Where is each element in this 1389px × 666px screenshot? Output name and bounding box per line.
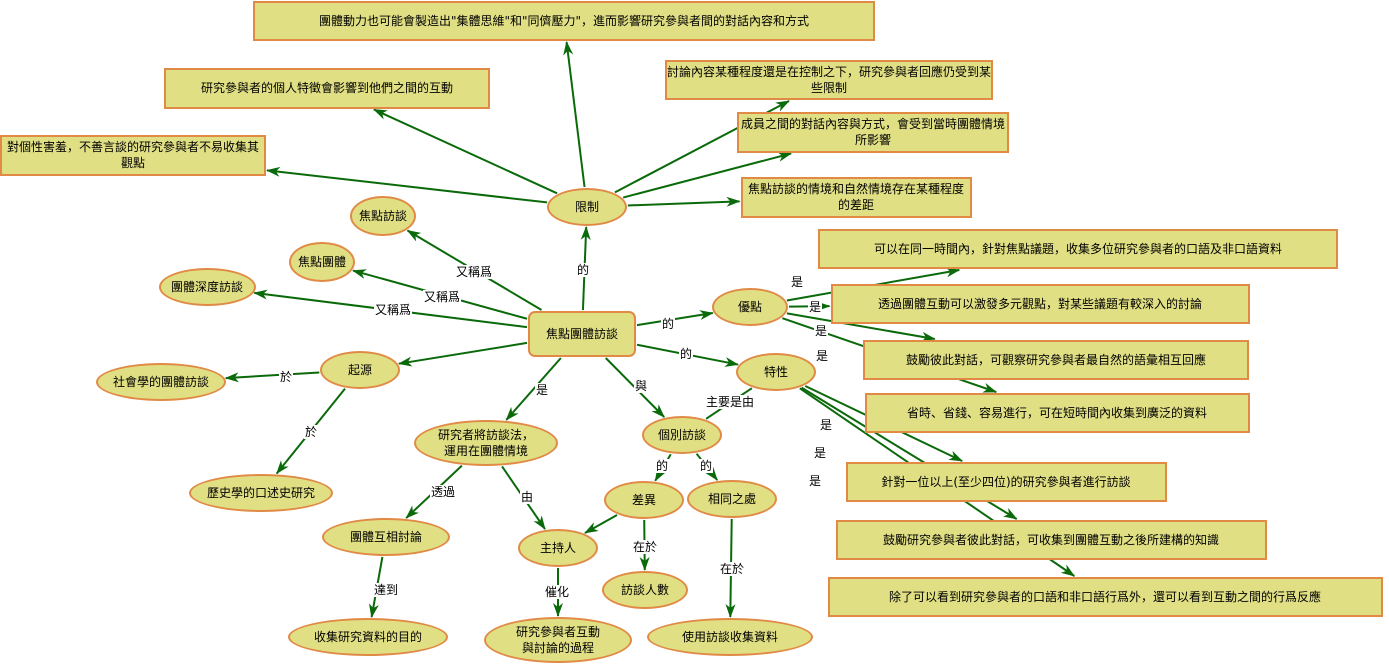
edge-label: 達到 (372, 583, 400, 597)
edge-label: 是 (818, 418, 834, 432)
concept-node-m1[interactable]: 可以在同一時間內，針對焦點議題，收集多位研究參與者的口語及非口語資料 (818, 229, 1338, 269)
concept-node-alias1[interactable]: 焦點訪談 (350, 196, 416, 236)
edge-diff-moderator (584, 514, 618, 534)
edge-limit-lim2 (266, 166, 548, 204)
edge-label: 在於 (718, 562, 746, 576)
edge-center-apply (505, 357, 562, 421)
concept-node-limit[interactable]: 限制 (547, 188, 627, 226)
edge-label: 透過 (429, 485, 457, 499)
concept-node-sociology[interactable]: 社會學的團體訪談 (96, 363, 226, 401)
concept-node-center[interactable]: 焦點團體訪談 (528, 311, 636, 357)
edge-label: 的 (654, 459, 670, 473)
edge-label: 的 (698, 459, 714, 473)
edge-center-origin (397, 341, 528, 367)
edge-label: 是 (814, 349, 830, 363)
concept-node-m2[interactable]: 透過團體互動可以激發多元觀點，對某些議題有較深入的討論 (830, 284, 1250, 324)
concept-node-diff[interactable]: 差異 (604, 481, 684, 519)
concept-node-m3[interactable]: 鼓勵彼此對話，可觀察研究參與者最自然的語彙相互回應 (863, 340, 1249, 380)
edge-label: 於 (303, 425, 319, 439)
edge-label: 由 (519, 490, 535, 504)
edge-label: 的 (660, 317, 676, 331)
edge-label: 於 (278, 370, 294, 384)
concept-node-same[interactable]: 相同之處 (687, 480, 777, 518)
edge-label: 是 (789, 275, 805, 289)
concept-node-f2[interactable]: 鼓勵研究參與者彼此對話，可收集到團體互動之後所建構的知識 (835, 520, 1267, 560)
edge-label: 的 (575, 263, 591, 277)
edge-merit-m3 (786, 312, 936, 342)
concept-node-lim2[interactable]: 對個性害羞，不善言談的研究參與者不易收集其觀點 (0, 134, 266, 176)
edge-label: 是 (813, 324, 829, 338)
concept-node-origin[interactable]: 起源 (320, 351, 400, 389)
concept-node-top[interactable]: 團體動力也可能會製造出"集體思維"和"同儕壓力"，進而影響研究參與者間的對話內容… (253, 1, 875, 41)
concept-node-alias2[interactable]: 焦點團體 (289, 242, 355, 282)
concept-node-purpose[interactable]: 收集研究資料的目的 (288, 618, 448, 656)
concept-node-feature[interactable]: 特性 (736, 353, 816, 391)
edge-label: 的 (678, 347, 694, 361)
concept-node-apply[interactable]: 研究者將訪談法， 運用在團體情境 (414, 420, 558, 466)
concept-node-lim4[interactable]: 成員之間的對話內容與方式，會受到當時團體情境所影響 (737, 111, 1009, 153)
edge-label: 是 (534, 383, 550, 397)
edge-label: 在於 (631, 540, 659, 554)
concept-node-discuss[interactable]: 團體互相討論 (322, 518, 450, 556)
concept-node-individual[interactable]: 個別訪談 (642, 416, 722, 454)
edge-limit-top (563, 41, 586, 188)
edge-label: 又稱爲 (454, 265, 494, 279)
concept-node-lim5[interactable]: 焦點訪談的情境和自然情境存在某種程度的差距 (740, 176, 972, 218)
edge-label: 與 (633, 379, 649, 393)
edge-label: 催化 (543, 585, 571, 599)
concept-node-process[interactable]: 研究參與者互動 與討論的過程 (484, 617, 632, 663)
concept-node-history[interactable]: 歷史學的口述史研究 (189, 474, 333, 512)
edge-limit-lim5 (627, 196, 741, 207)
edge-label: 又稱爲 (422, 290, 462, 304)
concept-node-usage[interactable]: 使用訪談收集資料 (647, 618, 813, 656)
concept-node-f1[interactable]: 針對一位以上(至少四位)的研究參與者進行訪談 (845, 462, 1167, 502)
edge-label: 又稱爲 (373, 303, 413, 317)
edge-label: 是 (807, 300, 823, 314)
concept-node-moderator[interactable]: 主持人 (518, 529, 598, 567)
edge-limit-lim4 (622, 151, 792, 199)
edge-label: 主要是由 (704, 395, 756, 409)
concept-node-count[interactable]: 訪談人數 (602, 571, 688, 609)
edge-label: 是 (812, 446, 828, 460)
concept-node-merit[interactable]: 優點 (712, 288, 788, 326)
edge-limit-lim1 (373, 108, 558, 195)
edge-origin-sociology (224, 371, 320, 383)
concept-node-f3[interactable]: 除了可以看到研究參與者的口語和非口語行爲外，還可以看到互動之間的行爲反應 (827, 577, 1383, 617)
concept-node-m4[interactable]: 省時、省錢、容易進行，可在短時間內收集到廣泛的資料 (864, 393, 1250, 433)
concept-node-lim3[interactable]: 討論內容某種程度還是在控制之下，研究參與者回應仍受到某些限制 (665, 60, 993, 100)
concept-node-lim1[interactable]: 研究參與者的個人特徵會影響到他們之間的互動 (164, 67, 490, 109)
concept-node-alias3[interactable]: 團體深度訪談 (158, 268, 256, 306)
edge-label: 是 (807, 474, 823, 488)
